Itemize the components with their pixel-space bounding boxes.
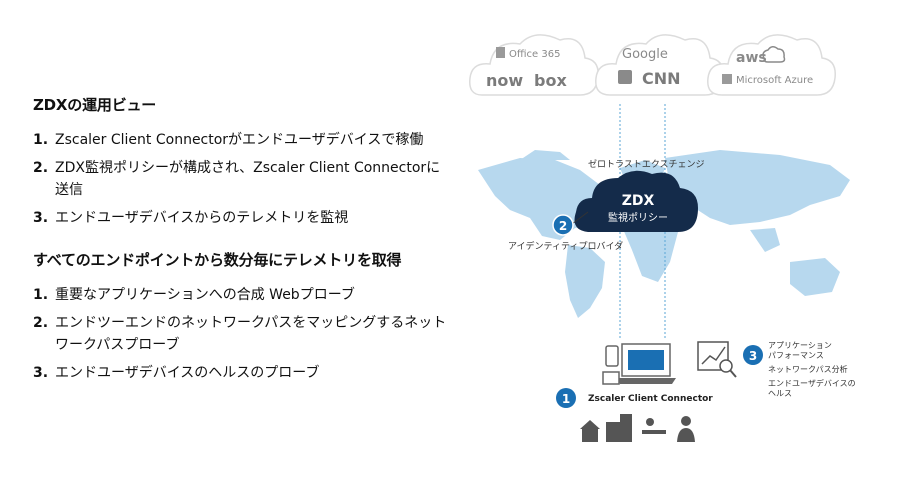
laptop-screen-display <box>628 350 664 370</box>
person-head-icon <box>681 416 691 426</box>
google-logo: Google <box>622 47 668 62</box>
now-logo: now <box>486 71 523 90</box>
facebook-icon <box>618 70 632 84</box>
laptop-base <box>616 378 676 384</box>
section2-steps: 1.重要なアプリケーションへの合成 Webプローブ 2.エンドツーエンドのネット… <box>33 284 453 384</box>
section2-title: すべてのエンドポイントから数分毎にテレメトリを取得 <box>33 251 402 269</box>
windows-icon <box>722 74 732 84</box>
section1-step-2: 2.ZDX監視ポリシーが構成され、Zscaler Client Connecto… <box>33 160 441 198</box>
gcp-cloud-icon <box>762 46 786 63</box>
section1-steps: 1.Zscaler Client Connectorがエンドユーザデバイスで稼働… <box>33 129 453 229</box>
remote-desk-icon <box>642 430 666 434</box>
office-building-icon <box>606 422 620 442</box>
section1-step-3: 3.エンドユーザデバイスからのテレメトリを監視 <box>33 210 349 226</box>
badge-3-circle <box>743 345 763 365</box>
analytics-chart-icon <box>697 341 737 378</box>
zdx-title: ZDX <box>622 193 655 209</box>
probe-line-1: アプリケーション <box>768 341 832 350</box>
box-logo: box <box>534 71 567 90</box>
section2-step-2: 2.エンドツーエンドのネットワークパスをマッピングするネットワークパスプローブ <box>33 315 447 353</box>
identity-provider-label: アイデンティティプロバイダ <box>508 240 623 252</box>
aws-logo: aws <box>736 50 767 66</box>
probe-line-4: エンドユーザデバイスの <box>768 378 856 388</box>
architecture-diagram: Office 365 now box Google CNN aws Micros… <box>460 0 900 477</box>
section2-step-1: 1.重要なアプリケーションへの合成 Webプローブ <box>33 287 355 303</box>
remote-worker-head-icon <box>646 418 654 426</box>
location-icons <box>580 414 695 442</box>
zdx-cloud: ZDX 監視ポリシー <box>574 170 698 232</box>
badge-3-label: 3 <box>749 349 757 363</box>
badge-1-label: 1 <box>562 392 570 406</box>
section2-step-3: 3.エンドユーザデバイスのヘルスのプローブ <box>33 365 320 381</box>
tablet-icon <box>602 371 620 385</box>
office-icon <box>496 47 505 58</box>
house-roof-icon <box>580 420 600 429</box>
cnn-logo: CNN <box>642 69 681 88</box>
probe-line-5: ヘルス <box>768 389 792 398</box>
section1-title: ZDXの運用ビュー <box>33 96 157 114</box>
office-tower-icon <box>620 414 632 442</box>
cloud-saas-left: Office 365 now box <box>469 34 599 96</box>
probe-line-3: ネットワークパス分析 <box>768 364 848 374</box>
office365-label: Office 365 <box>509 49 560 60</box>
house-icon <box>582 428 598 442</box>
zdx-subtitle: 監視ポリシー <box>608 211 668 224</box>
badge-2-label: 2 <box>559 219 567 233</box>
zero-trust-exchange-label: ゼロトラストエクスチェンジ <box>588 158 705 170</box>
azure-label: Microsoft Azure <box>736 75 813 86</box>
devices-group <box>602 343 676 385</box>
probe-line-2: パフォーマンス <box>768 351 824 360</box>
cloud-saas-middle: Google CNN <box>595 34 724 96</box>
person-body-icon <box>677 428 695 442</box>
badge-1-circle <box>556 388 576 408</box>
left-text-panel: ZDXの運用ビュー 1.Zscaler Client Connectorがエンド… <box>33 94 453 390</box>
phone-icon <box>605 345 619 367</box>
cloud-saas-right: aws Microsoft Azure <box>707 34 836 96</box>
diagram-svg: Office 365 now box Google CNN aws Micros… <box>469 34 856 442</box>
section1-step-1: 1.Zscaler Client Connectorがエンドユーザデバイスで稼働 <box>33 132 424 148</box>
client-connector-label: Zscaler Client Connector <box>588 394 713 404</box>
badge-2-circle <box>552 214 574 236</box>
